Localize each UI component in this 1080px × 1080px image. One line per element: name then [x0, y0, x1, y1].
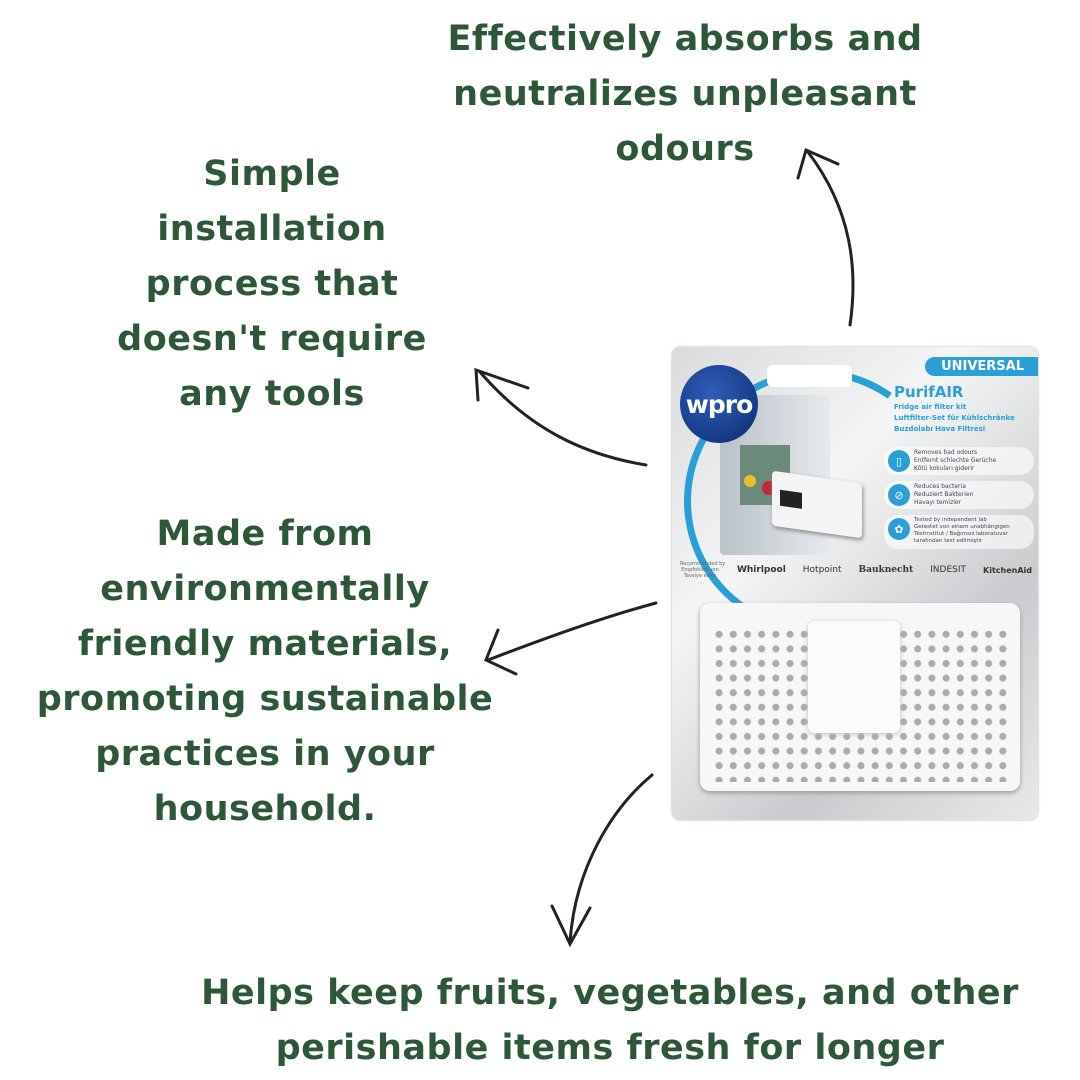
product-subtitle: Buzdolabı Hava Filtresi [894, 425, 986, 433]
caption-line: Made from [156, 514, 374, 554]
caption-line: odours [615, 129, 755, 169]
product-package: wpro UNIVERSAL PurifAIR Fridge air filte… [672, 347, 1038, 820]
arrow-to-bottom-caption [568, 773, 654, 944]
brand-hotpoint: Hotpoint [802, 565, 842, 575]
universal-badge: UNIVERSAL [925, 357, 1038, 376]
brand-indesit: INDESIT [930, 565, 967, 575]
arrow-head-left-middle [484, 628, 518, 676]
medal-icon: ✿ [888, 518, 910, 540]
arrow-to-left-middle-caption [486, 601, 658, 662]
product-subtitle: Luftfilter-Set für Kühlschränke [894, 414, 1015, 422]
brand-whirlpool: Whirlpool [736, 565, 786, 575]
caption-line: doesn't require [117, 319, 427, 359]
caption-line: process that [145, 264, 399, 304]
wpro-logo: wpro [680, 365, 758, 443]
product-name: PurifAIR [894, 383, 964, 401]
caption-line: Effectively absorbs and [447, 19, 923, 59]
caption-line: installation [157, 209, 387, 249]
filter-clip [808, 621, 900, 733]
arrow-head-bottom [550, 904, 592, 948]
caption-line: promoting sustainable [36, 679, 494, 719]
caption-installation: Simple installation process that doesn't… [72, 147, 472, 422]
shield-icon: ⊘ [888, 484, 910, 506]
caption-line: friendly materials, [77, 624, 453, 664]
caption-line: neutralizes unpleasant [453, 74, 917, 114]
product-subtitle: Fridge air filter kit [894, 403, 967, 411]
filter-cartridge [700, 603, 1020, 791]
caption-freshness: Helps keep fruits, vegetables, and other… [160, 966, 1060, 1076]
caption-line: any tools [179, 374, 365, 414]
arrow-head-top [796, 147, 840, 180]
brand-kitchenaid: KitchenAid [983, 565, 1032, 575]
caption-line: practices in your [95, 734, 435, 774]
arrow-to-left-top-caption [478, 370, 648, 467]
brand-bauknecht: Bauknecht [858, 565, 914, 575]
hang-hole [767, 365, 852, 387]
caption-line: environmentally [100, 569, 430, 609]
caption-line: Simple [203, 154, 341, 194]
caption-line: perishable items fresh for longer [275, 1028, 945, 1068]
caption-line: Helps keep fruits, vegetables, and other [201, 973, 1019, 1013]
caption-materials: Made from environmentally friendly mater… [15, 507, 515, 837]
arrow-to-top-caption [806, 150, 855, 327]
fridge-icon: ▯ [888, 450, 910, 472]
arrow-head-left-top [474, 367, 530, 402]
caption-odours: Effectively absorbs and neutralizes unpl… [385, 12, 985, 177]
caption-line: household. [153, 789, 377, 829]
